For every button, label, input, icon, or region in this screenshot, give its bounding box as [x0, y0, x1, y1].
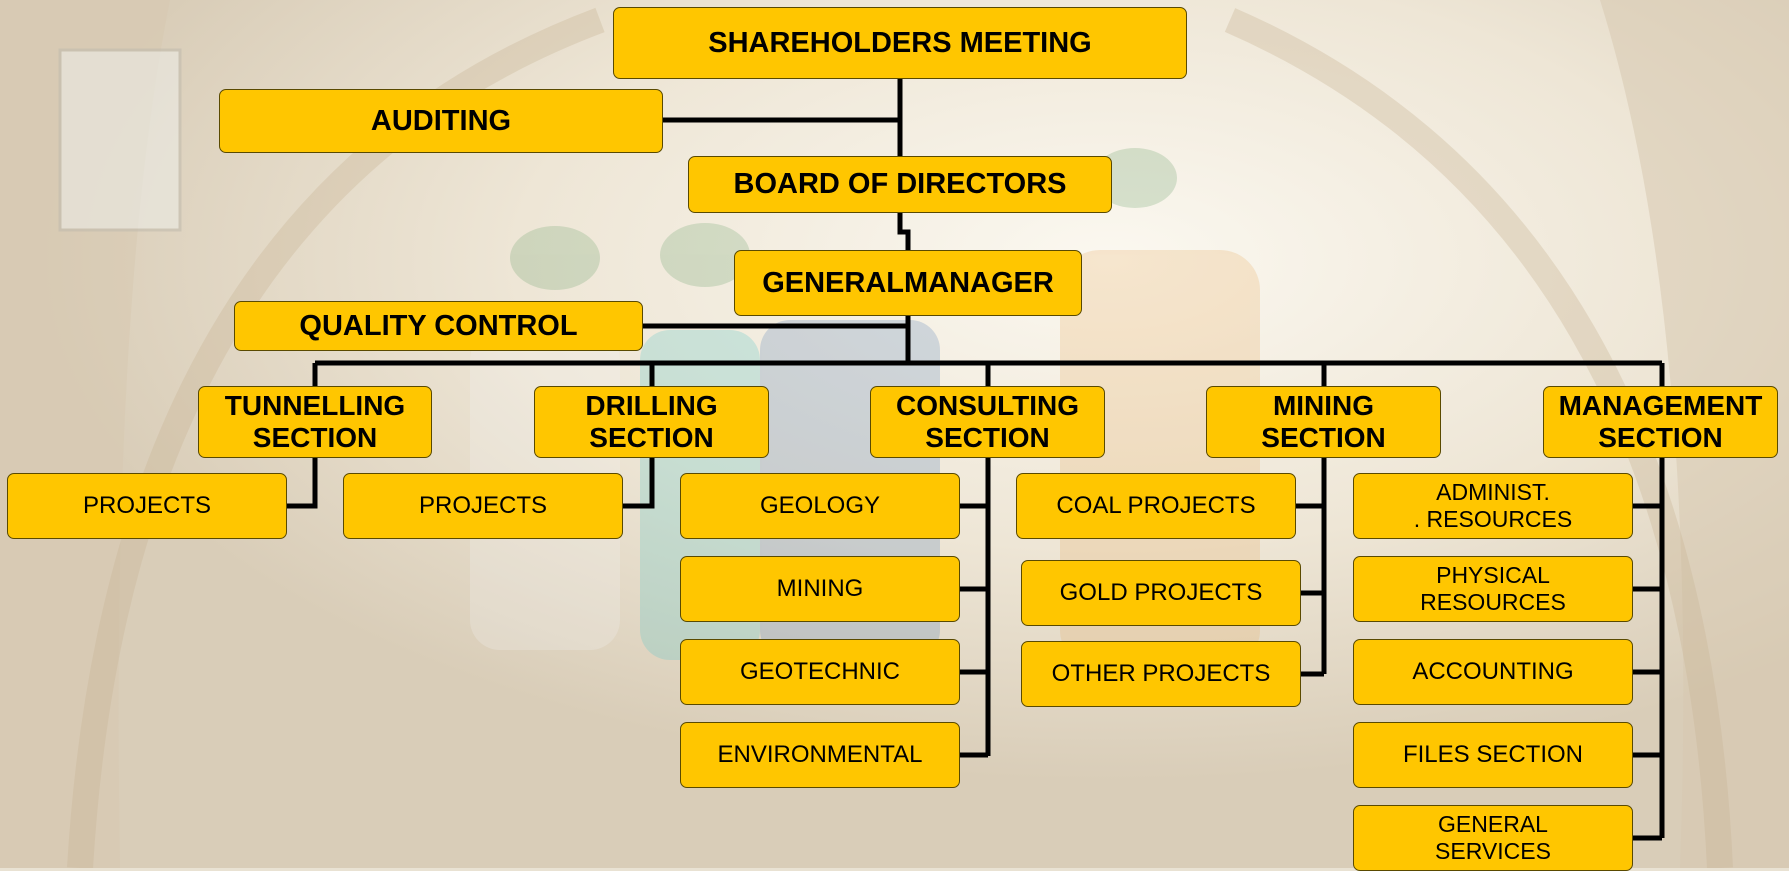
mining-unit-other-projects: OTHER PROJECTS — [1021, 641, 1301, 707]
unit-label: PROJECTS — [418, 491, 547, 519]
management-unit-general-services: GENERAL SERVICES — [1353, 805, 1633, 871]
unit-label: GENERAL SERVICES — [1435, 810, 1551, 864]
tunnelling-section-box: TUNNELLING SECTION — [198, 386, 432, 458]
auditing-label: AUDITING — [370, 104, 512, 137]
unit-label: GOLD PROJECTS — [1059, 578, 1263, 606]
consulting-unit-geotechnic: GEOTECHNIC — [680, 639, 960, 705]
management-unit-physical-resources: PHYSICAL RESOURCES — [1353, 556, 1633, 622]
drilling-unit-projects: PROJECTS — [343, 473, 623, 539]
management-unit-administrative-resources: ADMINIST. . RESOURCES — [1353, 473, 1633, 539]
consulting-unit-mining: MINING — [680, 556, 960, 622]
unit-label: GEOTECHNIC — [739, 657, 900, 685]
management-section-box: MANAGEMENT SECTION — [1543, 386, 1778, 458]
connector-drilling-units — [623, 458, 655, 509]
mining-section-label: MINING SECTION — [1261, 389, 1386, 453]
consulting-unit-environmental: ENVIRONMENTAL — [680, 722, 960, 788]
quality-control-label: QUALITY CONTROL — [299, 309, 578, 342]
quality-control-box: QUALITY CONTROL — [234, 301, 643, 351]
unit-label: ENVIRONMENTAL — [717, 740, 923, 768]
unit-label: COAL PROJECTS — [1056, 491, 1256, 519]
connector-tunnelling-units — [287, 458, 318, 509]
mining-section-box: MINING SECTION — [1206, 386, 1441, 458]
connector-board-gm — [897, 213, 911, 250]
consulting-section-label: CONSULTING SECTION — [895, 389, 1080, 453]
board-of-directors-label: BOARD OF DIRECTORS — [733, 168, 1067, 201]
unit-label: GEOLOGY — [759, 491, 881, 519]
unit-label: OTHER PROJECTS — [1051, 659, 1271, 687]
unit-label: ACCOUNTING — [1412, 657, 1574, 685]
auditing-box: AUDITING — [219, 89, 663, 153]
general-manager-box: GENERALMANAGER — [734, 250, 1082, 316]
tunnelling-unit-projects: PROJECTS — [7, 473, 287, 539]
management-unit-accounting: ACCOUNTING — [1353, 639, 1633, 705]
general-manager-label: GENERALMANAGER — [762, 266, 1054, 299]
management-unit-files-section: FILES SECTION — [1353, 722, 1633, 788]
mining-unit-gold-projects: GOLD PROJECTS — [1021, 560, 1301, 626]
unit-label: MINING — [776, 574, 864, 602]
unit-label: FILES SECTION — [1402, 740, 1584, 768]
management-section-label: MANAGEMENT SECTION — [1558, 389, 1763, 453]
drilling-section-box: DRILLING SECTION — [534, 386, 769, 458]
unit-label: ADMINIST. . RESOURCES — [1413, 478, 1573, 532]
consulting-unit-geology: GEOLOGY — [680, 473, 960, 539]
unit-label: PHYSICAL RESOURCES — [1420, 561, 1566, 615]
shareholders-meeting-box: SHAREHOLDERS MEETING — [613, 7, 1187, 79]
board-of-directors-box: BOARD OF DIRECTORS — [688, 156, 1112, 213]
unit-label: PROJECTS — [82, 491, 211, 519]
mining-unit-coal-projects: COAL PROJECTS — [1016, 473, 1296, 539]
drilling-section-label: DRILLING SECTION — [585, 389, 718, 453]
shareholders-meeting-label: SHAREHOLDERS MEETING — [708, 26, 1092, 59]
consulting-section-box: CONSULTING SECTION — [870, 386, 1105, 458]
tunnelling-section-label: TUNNELLING SECTION — [224, 389, 406, 453]
